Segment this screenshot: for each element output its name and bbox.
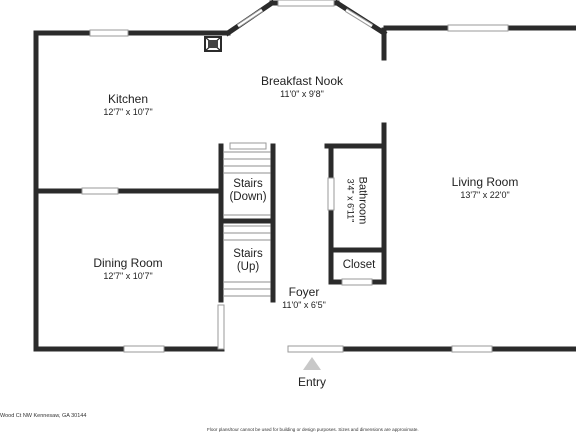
stairs-up-line1: Stairs [233, 248, 263, 260]
entry-door [287, 345, 344, 353]
breakfast-nook-name: Breakfast Nook [260, 74, 344, 88]
breakfast-nook-dims: 11'0" x 9'8" [280, 88, 324, 99]
kitchen-label: Kitchen 12'7" x 10'7" [78, 92, 178, 117]
foyer-label: Foyer 11'0" x 6'5" [262, 285, 346, 310]
living-room-name: Living Room [451, 175, 519, 189]
dining-room-dims: 12'7" x 10'7" [103, 270, 153, 281]
kitchen-name: Kitchen [107, 92, 149, 106]
kitchen-dims: 12'7" x 10'7" [103, 106, 153, 117]
dining-room-label: Dining Room 12'7" x 10'7" [78, 256, 178, 281]
living-room-label: Living Room 13'7" x 22'0" [435, 175, 535, 200]
doorway-stairs-down [229, 142, 267, 150]
living-room-dims: 13'7" x 22'0" [460, 189, 510, 200]
doorway-kitchen-dining [81, 187, 119, 195]
stairs-down-line1: Stairs [233, 178, 263, 190]
window-living-bottom [451, 345, 493, 353]
stairs-down-label: Stairs (Down) [222, 178, 274, 204]
foyer-name: Foyer [288, 285, 320, 299]
doorway-foyer [217, 304, 225, 350]
closet-name: Closet [342, 259, 376, 271]
footer-disclaimer: Floor plans/tour cannot be used for buil… [207, 427, 419, 432]
bathroom-name: Bathroom [356, 176, 369, 225]
stairs-up-label: Stairs (Up) [222, 248, 274, 274]
dining-room-name: Dining Room [93, 256, 163, 270]
stair-treads [224, 151, 271, 297]
doorway-bath [327, 177, 335, 211]
bathroom-dims: 3'4" x 6'11" [345, 178, 356, 223]
window-kitchen [89, 29, 129, 37]
window-living-top [447, 24, 509, 32]
window-dining-bottom [123, 345, 165, 353]
window-bay-top [277, 0, 335, 7]
bathroom-label: Bathroom 3'4" x 6'11" [346, 160, 369, 240]
entry-arrow-icon [303, 357, 321, 370]
foyer-dims: 11'0" x 6'5" [282, 299, 326, 310]
stairs-down-line2: (Down) [229, 191, 267, 204]
breakfast-nook-label: Breakfast Nook 11'0" x 9'8" [232, 74, 372, 99]
entry-label: Entry [297, 375, 326, 389]
stairs-up-line2: (Up) [236, 261, 260, 274]
closet-label: Closet [334, 259, 384, 272]
footer-address: Wood Ct NW Kennesaw, GA 30144 [0, 413, 87, 419]
doorway-closet [341, 278, 373, 286]
